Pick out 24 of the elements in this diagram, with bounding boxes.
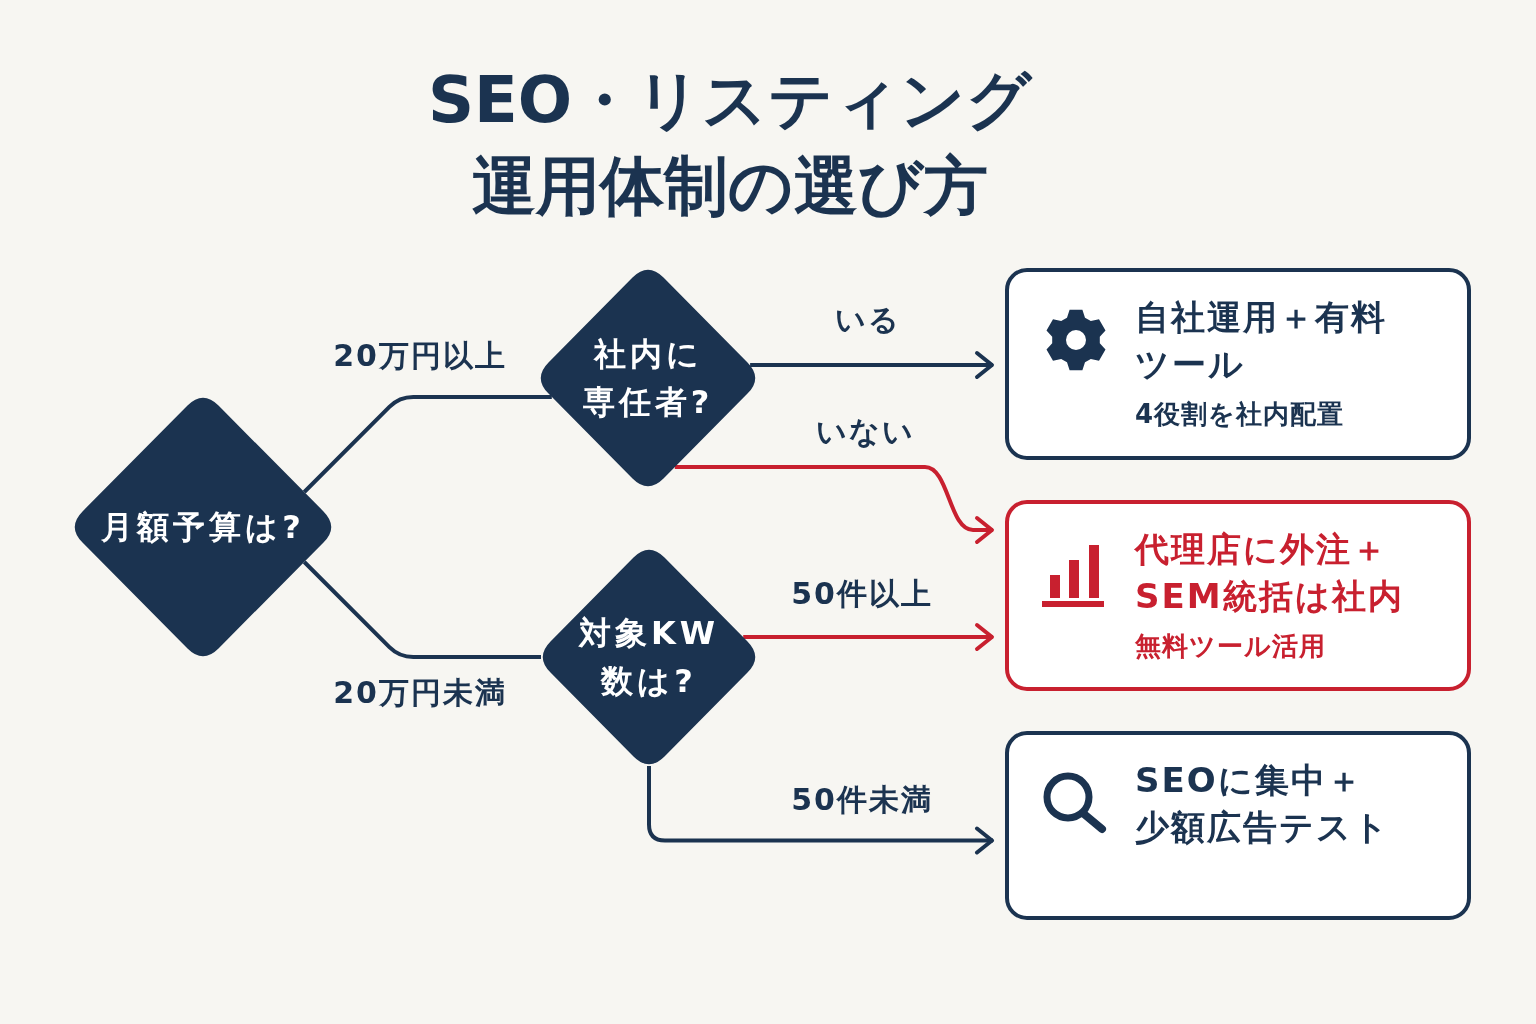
arrow — [743, 623, 994, 651]
question-text: 社内に専任者? — [581, 334, 715, 423]
question-text: 月額予算は? — [100, 507, 306, 548]
connector-line — [302, 395, 552, 494]
result-heading: 自社運用＋有料ツール — [1135, 296, 1388, 386]
edge-label: 50件未満 — [791, 781, 933, 819]
result-heading: 代理店に外注＋SEM統括は社内 — [1135, 528, 1405, 618]
result-note: 4役割を社内配置 — [1135, 398, 1346, 431]
result-heading: SEOに集中＋少額広告テスト — [1135, 759, 1391, 849]
arrow — [647, 766, 994, 855]
arrow — [674, 465, 994, 544]
question-text: 対象KW数は? — [577, 613, 721, 702]
result-note: 無料ツール活用 — [1135, 630, 1327, 663]
edge-label: いない — [815, 413, 915, 451]
arrow — [750, 351, 994, 379]
result-box — [1005, 268, 1471, 460]
result-box — [1005, 731, 1471, 920]
edge-label: 20万円未満 — [333, 674, 507, 712]
edge-label: いる — [835, 301, 901, 339]
connector-line — [302, 560, 541, 659]
edge-label: 20万円以上 — [333, 337, 507, 375]
edge-label: 50件以上 — [791, 575, 933, 613]
result-box — [1005, 500, 1471, 691]
title: SEO・リスティング運用体制の選び方 — [426, 62, 1034, 225]
